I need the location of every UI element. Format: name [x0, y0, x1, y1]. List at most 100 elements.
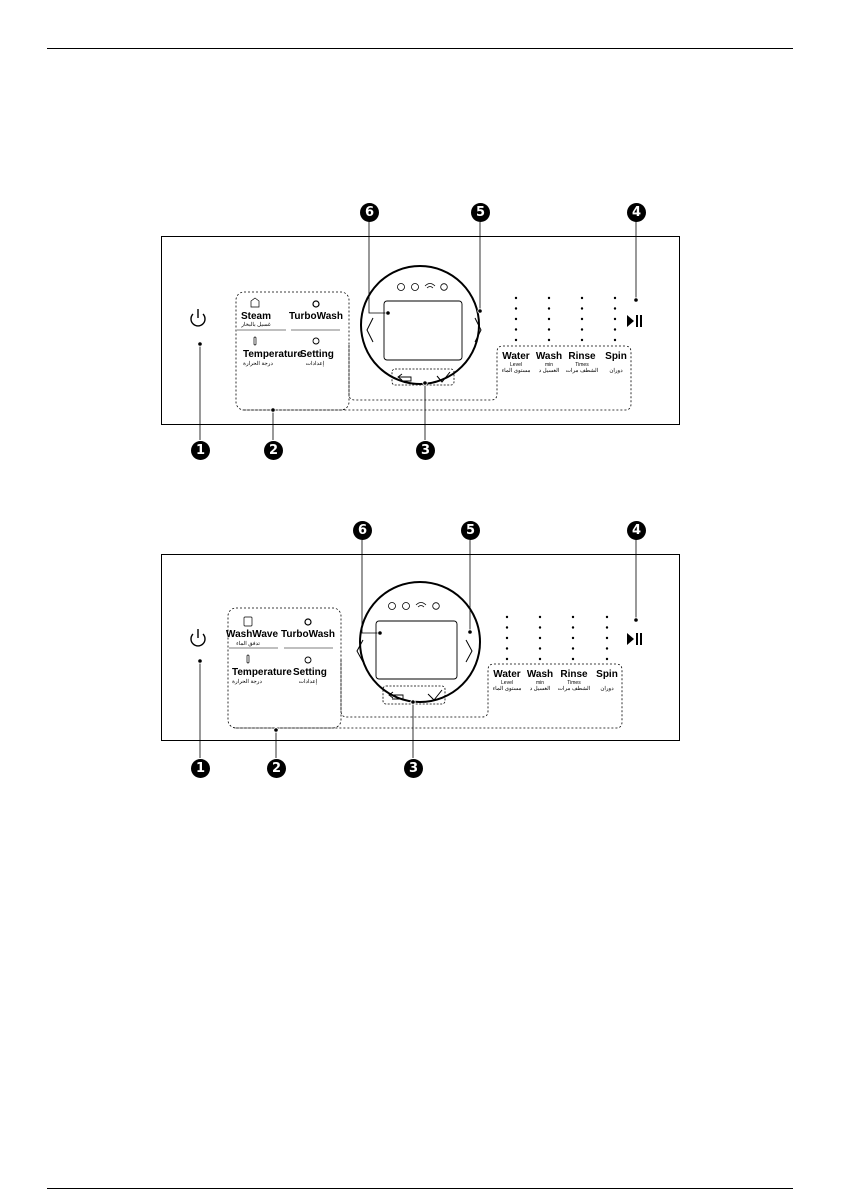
led-dot	[514, 338, 518, 342]
option-label[interactable]: Temperature	[232, 667, 292, 678]
start-pause-icon	[627, 633, 634, 645]
cycle-button-label[interactable]: Spin	[605, 351, 627, 362]
option-arabic-label: تدفق الماء	[236, 641, 260, 647]
cycle-button-label[interactable]: Rinse	[560, 669, 588, 680]
power-icon	[190, 313, 206, 327]
led-dot	[580, 307, 584, 310]
cycle-button-arabic-label: مستوى الماء	[492, 686, 522, 692]
callout-5: 5	[461, 521, 480, 540]
chevron-left-icon	[366, 317, 374, 343]
led-dot	[538, 657, 542, 661]
led-dot	[505, 657, 509, 661]
led-dot	[613, 338, 617, 342]
cycle-button-arabic-label: الغسيل د	[538, 368, 560, 374]
led-dot	[547, 307, 551, 310]
remote-start-icon	[432, 602, 440, 610]
callout-2: 2	[267, 759, 286, 778]
callout-6: 6	[353, 521, 372, 540]
option-label[interactable]: Setting	[300, 349, 334, 360]
timer-icon	[402, 602, 410, 610]
led-dot	[505, 636, 509, 640]
chevron-left-icon	[356, 639, 364, 663]
cycle-button-label[interactable]: Water	[493, 669, 521, 680]
back-ok-button-group	[391, 368, 455, 386]
led-dot	[514, 307, 518, 310]
start-pause-icon	[627, 315, 634, 327]
led-dot	[605, 626, 609, 629]
option-label[interactable]: Setting	[293, 667, 327, 678]
option-arabic-label: درجة الحرارة	[232, 679, 262, 685]
chevron-right-icon	[474, 317, 482, 343]
turbowash-icon	[312, 300, 320, 308]
callout-1: 1	[191, 441, 210, 460]
led-dot	[613, 307, 617, 310]
cycle-button-arabic-label: الشطف مرات	[557, 686, 591, 692]
cycle-level-leds	[514, 296, 617, 342]
led-dot	[580, 317, 584, 321]
cycle-button-arabic-label: الغسيل د	[529, 686, 551, 692]
cycle-level-leds	[505, 615, 609, 661]
washwave-icon	[243, 616, 253, 627]
timer-icon	[411, 283, 419, 291]
footer-rule	[47, 1188, 793, 1189]
option-label[interactable]: TurboWash	[289, 311, 343, 322]
led-dot	[605, 615, 609, 619]
led-dot	[538, 636, 542, 640]
cycle-button-sublabel: Times	[575, 362, 589, 368]
cycle-button-sublabel: min	[544, 362, 554, 368]
cycle-button-label[interactable]: Water	[502, 351, 530, 362]
cycle-button-sublabel: Times	[567, 680, 581, 686]
led-dot	[514, 317, 518, 321]
callout-5: 5	[471, 203, 490, 222]
option-label[interactable]: Steam	[241, 311, 272, 322]
control-panel-frame	[161, 236, 680, 425]
led-dot	[538, 615, 542, 619]
led-dot	[571, 647, 575, 650]
callout-1: 1	[191, 759, 210, 778]
option-label[interactable]: TurboWash	[281, 629, 335, 640]
back-arrow-icon	[388, 691, 404, 700]
cycle-button-sublabel: Level	[510, 362, 522, 368]
led-dot	[571, 657, 575, 661]
cycle-button-label[interactable]: Wash	[526, 669, 554, 680]
callout-2: 2	[264, 441, 283, 460]
option-arabic-label: إعدادات	[298, 679, 318, 685]
lcd-screen	[383, 300, 463, 361]
power-icon	[190, 633, 206, 647]
led-dot	[538, 626, 542, 629]
cycle-button-label[interactable]: Rinse	[568, 351, 596, 362]
led-dot	[547, 317, 551, 321]
led-dot	[605, 636, 609, 640]
led-dot	[605, 657, 609, 661]
cycle-button-arabic-label: دوران	[609, 368, 623, 374]
led-dot	[613, 328, 617, 331]
option-label[interactable]: Temperature	[243, 349, 303, 360]
led-dot	[547, 338, 551, 342]
callout-3: 3	[416, 441, 435, 460]
control-panel-frame	[161, 554, 680, 741]
callout-6: 6	[360, 203, 379, 222]
remote-start-icon	[440, 283, 448, 291]
led-dot	[505, 626, 509, 629]
callout-4: 4	[627, 203, 646, 222]
cycle-button-sublabel: min	[535, 680, 545, 686]
cycle-button-label[interactable]: Spin	[596, 669, 618, 680]
led-dot	[514, 296, 518, 300]
cycle-button-arabic-label: دوران	[600, 686, 614, 692]
cycle-button-label[interactable]: Wash	[535, 351, 563, 362]
callout-3: 3	[404, 759, 423, 778]
led-dot	[571, 626, 575, 629]
cycle-button-arabic-label: الشطف مرات	[565, 368, 599, 374]
option-label[interactable]: WashWave	[226, 629, 279, 640]
cycle-button-arabic-label: مستوى الماء	[501, 368, 531, 374]
wifi-icon	[424, 283, 436, 289]
child-lock-icon	[397, 283, 405, 291]
wifi-icon	[415, 602, 427, 608]
steam-icon	[250, 297, 260, 308]
back-arrow-icon	[397, 373, 412, 382]
thermometer-icon	[253, 336, 257, 346]
option-arabic-label: إعدادات	[305, 361, 325, 367]
led-dot	[571, 636, 575, 640]
